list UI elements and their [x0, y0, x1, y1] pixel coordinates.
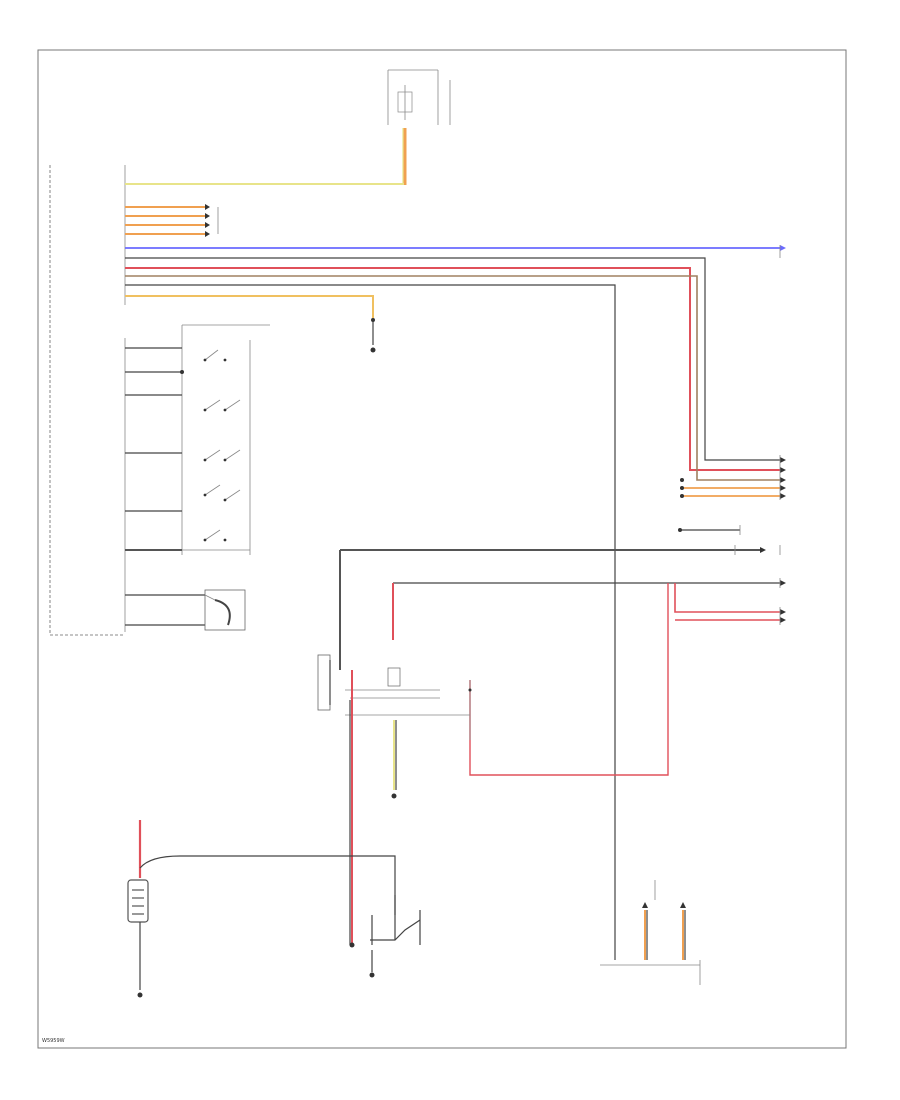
- fuse-block: [387, 69, 451, 125]
- relay: [317, 654, 472, 740]
- multifunction-switch: [125, 324, 270, 626]
- wire-dark-down: [125, 284, 616, 960]
- wire-brown: [125, 275, 780, 481]
- orange-wire-bundle: [125, 204, 219, 237]
- wire-gray-can: [125, 257, 780, 461]
- battery: [127, 820, 149, 998]
- switch-sensor: [204, 589, 246, 631]
- engine-control-module: [600, 880, 701, 985]
- right-connectors: [680, 457, 786, 499]
- diagram-id: W5959W: [42, 1038, 65, 1044]
- wire-red-can: [125, 267, 780, 471]
- wire-red-loop: [469, 583, 669, 776]
- engine-electronics-control-module: [49, 165, 126, 636]
- diagram-frame: [37, 49, 847, 1049]
- starter-motor: [349, 895, 421, 978]
- wire-orange-ground: [125, 295, 374, 318]
- wire-battery-positive: [139, 855, 396, 940]
- ground-symbol-1: [370, 318, 376, 353]
